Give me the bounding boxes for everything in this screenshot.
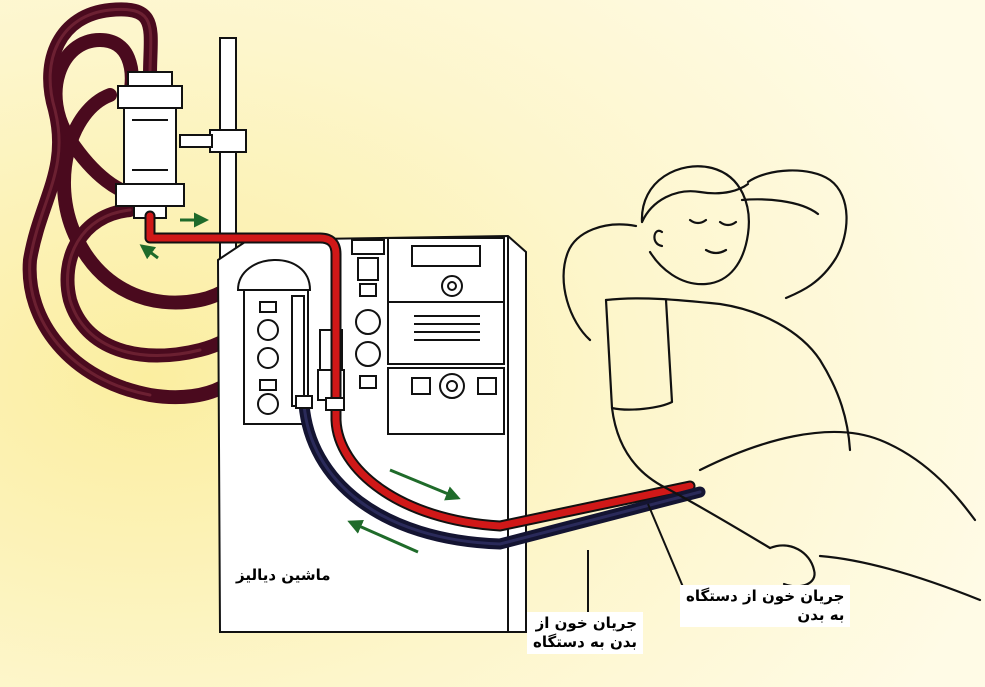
blood-to-body-line1: جریان خون از دستگاه <box>686 587 844 606</box>
blood-to-body-label: جریان خون از دستگاه به بدن <box>680 585 850 627</box>
blood-to-body-line2: به بدن <box>686 606 844 625</box>
pole-clamp <box>210 130 246 152</box>
tube-connector <box>296 396 312 408</box>
pole-arm <box>180 135 212 147</box>
tube-connector <box>326 398 344 410</box>
blood-to-machine-line2: بدن به دستگاه <box>533 633 637 652</box>
dialyzer-filter <box>116 72 184 218</box>
machine-label: ماشین دیالیز <box>236 566 331 585</box>
blood-to-machine-label: جریان خون از بدن به دستگاه <box>527 612 643 654</box>
blood-to-machine-line1: جریان خون از <box>533 614 637 633</box>
